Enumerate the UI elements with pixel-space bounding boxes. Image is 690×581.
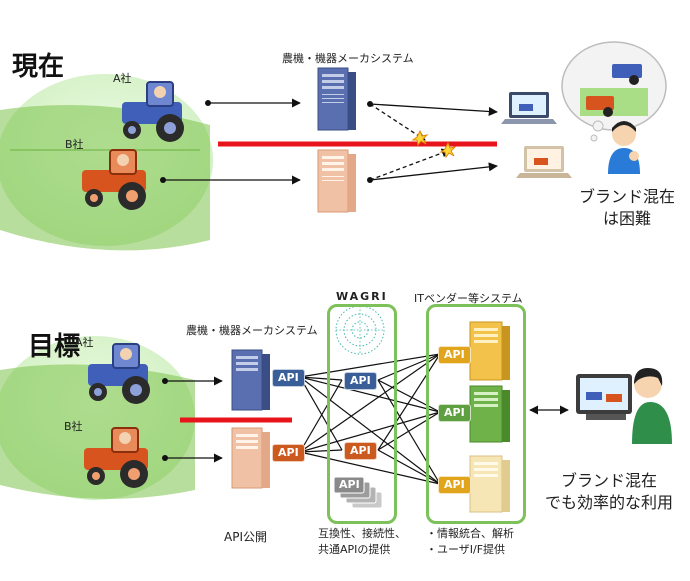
current-company-a: A社 <box>113 72 132 85</box>
api-badge-blue-server: API <box>272 369 305 387</box>
vendor-note-line2: ・ユーザI/F提供 <box>426 543 506 556</box>
server-blue-top <box>317 67 356 131</box>
user-at-computer-icon <box>576 368 672 444</box>
tractor-a-icon <box>122 81 184 142</box>
arrow-a-to-server-bottom <box>162 376 223 386</box>
target-title: 目標 <box>28 332 81 362</box>
current-company-b: B社 <box>65 138 84 151</box>
target-result: ブランド混在 でも効率的な利用 <box>530 470 688 514</box>
server-green <box>469 385 510 443</box>
server-blue-bottom <box>231 349 270 411</box>
vendor-label: ITベンダー等システム <box>414 292 523 305</box>
arrow-b-to-server-bottom <box>162 453 223 463</box>
target-system-label: 農機・機器メーカシステム <box>186 324 318 337</box>
vendor-note-line1: ・情報統合、解析 <box>426 527 514 540</box>
target-company-b: B社 <box>64 420 83 433</box>
api-badge-vendor-green: API <box>438 404 471 422</box>
arrow-a-to-server <box>205 98 301 108</box>
thought-bubble-icon <box>561 41 667 142</box>
wagri-note-line2: 共通APIの提供 <box>318 543 391 556</box>
tractor-b-bottom-icon <box>84 427 148 488</box>
laptop-blue-icon <box>501 92 557 124</box>
api-badge-orange-server: API <box>272 444 305 462</box>
confused-person-icon <box>608 121 640 174</box>
api-badge-vendor-gold-2: API <box>438 476 471 494</box>
server-orange-top <box>317 149 356 213</box>
wagri-note-line1: 互換性、接続性、 <box>318 527 406 540</box>
connection-mesh <box>299 353 441 485</box>
current-title: 現在 <box>12 52 65 82</box>
api-badge-stack: API <box>339 478 360 491</box>
dashed-arrow-blocked-1 <box>369 103 426 141</box>
arrow-blue-server-to-laptop <box>367 101 498 117</box>
dashed-arrow-blocked-2 <box>369 148 451 181</box>
current-result-line1: ブランド混在 <box>578 187 675 206</box>
tractor-a-bottom-icon <box>88 343 150 404</box>
vendor-panel <box>426 304 526 524</box>
farm-field-top <box>0 74 213 251</box>
wagri-panel <box>327 304 397 524</box>
target-result-line1: ブランド混在 <box>560 471 657 490</box>
current-result-line2: は困難 <box>602 209 651 228</box>
collision-spark-icon <box>411 129 429 147</box>
api-public-label: API公開 <box>224 530 267 544</box>
target-result-line2: でも効率的な利用 <box>544 493 673 512</box>
target-company-a: A社 <box>75 336 94 349</box>
vendor-note: ・情報統合、解析 ・ユーザI/F提供 <box>426 526 514 558</box>
api-badge-wagri-orange: API <box>344 442 377 460</box>
wagri-label: WAGRI <box>336 290 388 303</box>
current-system-label: 農機・機器メーカシステム <box>282 52 414 65</box>
api-stack-icon <box>333 476 383 509</box>
tractor-b-icon <box>82 149 146 210</box>
server-orange-bottom <box>231 427 270 489</box>
laptop-orange-icon <box>516 146 572 178</box>
server-gold <box>469 321 510 381</box>
api-badge-wagri-blue: API <box>344 372 377 390</box>
arrow-b-to-server <box>160 175 301 185</box>
server-cream <box>469 455 510 513</box>
api-badge-vendor-gold: API <box>438 346 471 364</box>
current-result: ブランド混在 は困難 <box>572 186 682 230</box>
wagri-note: 互換性、接続性、 共通APIの提供 <box>318 526 406 558</box>
collision-spark-icon <box>439 141 457 159</box>
